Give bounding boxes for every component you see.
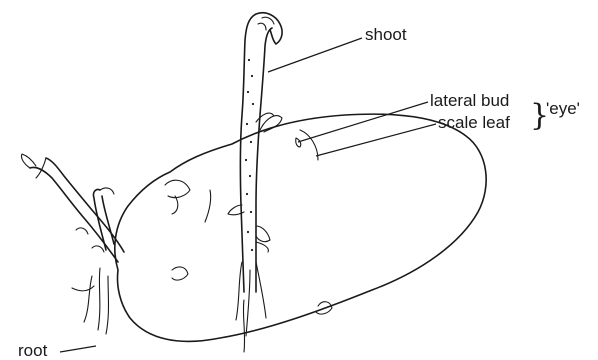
- root-label: root: [18, 341, 48, 360]
- scale-leaf-label: scale leaf: [438, 113, 510, 132]
- scale-leaf-outline: [300, 130, 318, 160]
- tuber-body: [115, 114, 486, 341]
- shoot: [228, 13, 282, 352]
- root-leader: [60, 346, 96, 352]
- scale-leaf-leader: [316, 124, 436, 156]
- lateral-bud-label: lateral bud: [430, 91, 509, 110]
- shoot-label: shoot: [365, 25, 407, 44]
- shoot-texture: [245, 59, 254, 251]
- eye: [296, 130, 318, 160]
- left-sprout: [21, 154, 124, 334]
- eye-label: 'eye': [546, 99, 580, 118]
- shoot-leader: [268, 38, 362, 72]
- lateral-bud-leader: [298, 102, 428, 142]
